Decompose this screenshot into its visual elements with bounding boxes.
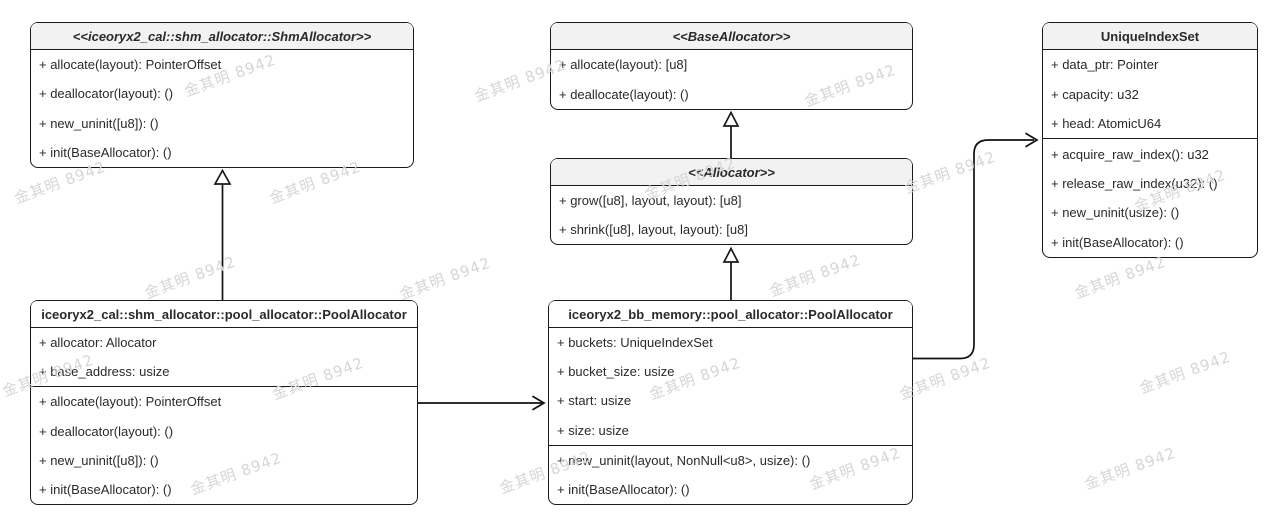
class-member: + shrink([u8], layout, layout): [u8] — [559, 222, 748, 237]
class-member: + new_uninit([u8]): () — [39, 115, 159, 131]
class-title: iceoryx2_cal::shm_allocator::pool_alloca… — [31, 301, 417, 328]
class-box-allocator-interface: <<Allocator>> + grow([u8], layout, layou… — [550, 158, 913, 245]
class-member: + bucket_size: usize — [557, 364, 675, 380]
class-title: iceoryx2_bb_memory::pool_allocator::Pool… — [549, 301, 912, 328]
class-box-unique-index-set: UniqueIndexSet + data_ptr: Pointer + cap… — [1042, 22, 1258, 258]
association-line — [913, 139, 1034, 360]
class-member: + release_raw_index(u32): () — [1051, 175, 1218, 191]
methods-section: + acquire_raw_index(): u32 + release_raw… — [1043, 138, 1257, 257]
class-member: + deallocator(layout): () — [39, 423, 174, 439]
class-member: + grow([u8], layout, layout): [u8] — [559, 193, 742, 208]
class-member: + allocate(layout): [u8] — [559, 57, 688, 73]
hollow-triangle-arrowhead-icon — [722, 110, 740, 127]
methods-section: + allocate(layout): PointerOffset + deal… — [31, 50, 413, 167]
class-member: + capacity: u32 — [1051, 86, 1139, 102]
class-title: UniqueIndexSet — [1043, 23, 1257, 50]
attributes-section: + buckets: UniqueIndexSet + bucket_size:… — [549, 328, 912, 445]
class-box-shm-allocator-interface: <<iceoryx2_cal::shm_allocator::ShmAlloca… — [30, 22, 414, 168]
attributes-section: + data_ptr: Pointer + capacity: u32 + he… — [1043, 50, 1257, 138]
class-member: + init(BaseAllocator): () — [39, 144, 172, 160]
class-member: + new_uninit(usize): () — [1051, 205, 1180, 221]
attributes-section: + allocator: Allocator + base_address: u… — [31, 328, 417, 386]
class-member: + allocate(layout): PointerOffset — [39, 57, 222, 73]
hollow-triangle-arrowhead-icon — [213, 168, 232, 185]
class-title: <<BaseAllocator>> — [551, 23, 912, 50]
class-member: + data_ptr: Pointer — [1051, 57, 1159, 73]
class-member: + head: AtomicU64 — [1051, 116, 1162, 132]
methods-section: + allocate(layout): [u8] + deallocate(la… — [551, 50, 912, 109]
class-member: + acquire_raw_index(): u32 — [1051, 146, 1209, 162]
class-member: + size: usize — [557, 422, 629, 438]
class-member: + base_address: usize — [39, 364, 170, 380]
class-member: + init(BaseAllocator): () — [1051, 234, 1184, 250]
class-title: <<Allocator>> — [551, 159, 912, 186]
open-arrowhead-icon — [532, 395, 546, 411]
class-box-base-allocator-interface: <<BaseAllocator>> + allocate(layout): [u… — [550, 22, 913, 110]
methods-section: + new_uninit(layout, NonNull<u8>, usize)… — [549, 444, 912, 504]
class-box-bb-memory-pool-allocator: iceoryx2_bb_memory::pool_allocator::Pool… — [548, 300, 913, 505]
class-box-cal-pool-allocator: iceoryx2_cal::shm_allocator::pool_alloca… — [30, 300, 418, 505]
class-member: + new_uninit([u8]): () — [39, 452, 159, 468]
open-arrowhead-icon — [1025, 132, 1039, 148]
class-member: + new_uninit(layout, NonNull<u8>, usize)… — [557, 452, 811, 468]
methods-section: + grow([u8], layout, layout): [u8] + shr… — [551, 186, 912, 244]
class-title: <<iceoryx2_cal::shm_allocator::ShmAlloca… — [31, 23, 413, 50]
class-member: + allocate(layout): PointerOffset — [39, 394, 222, 410]
class-member: + buckets: UniqueIndexSet — [557, 335, 713, 351]
class-member: + allocator: Allocator — [39, 335, 157, 351]
class-member: + init(BaseAllocator): () — [39, 481, 172, 497]
methods-section: + allocate(layout): PointerOffset + deal… — [31, 386, 417, 504]
class-member: + deallocator(layout): () — [39, 86, 174, 102]
class-member: + deallocate(layout): () — [559, 86, 689, 102]
hollow-triangle-arrowhead-icon — [722, 246, 740, 263]
class-member: + start: usize — [557, 393, 632, 409]
class-member: + init(BaseAllocator): () — [557, 481, 690, 497]
